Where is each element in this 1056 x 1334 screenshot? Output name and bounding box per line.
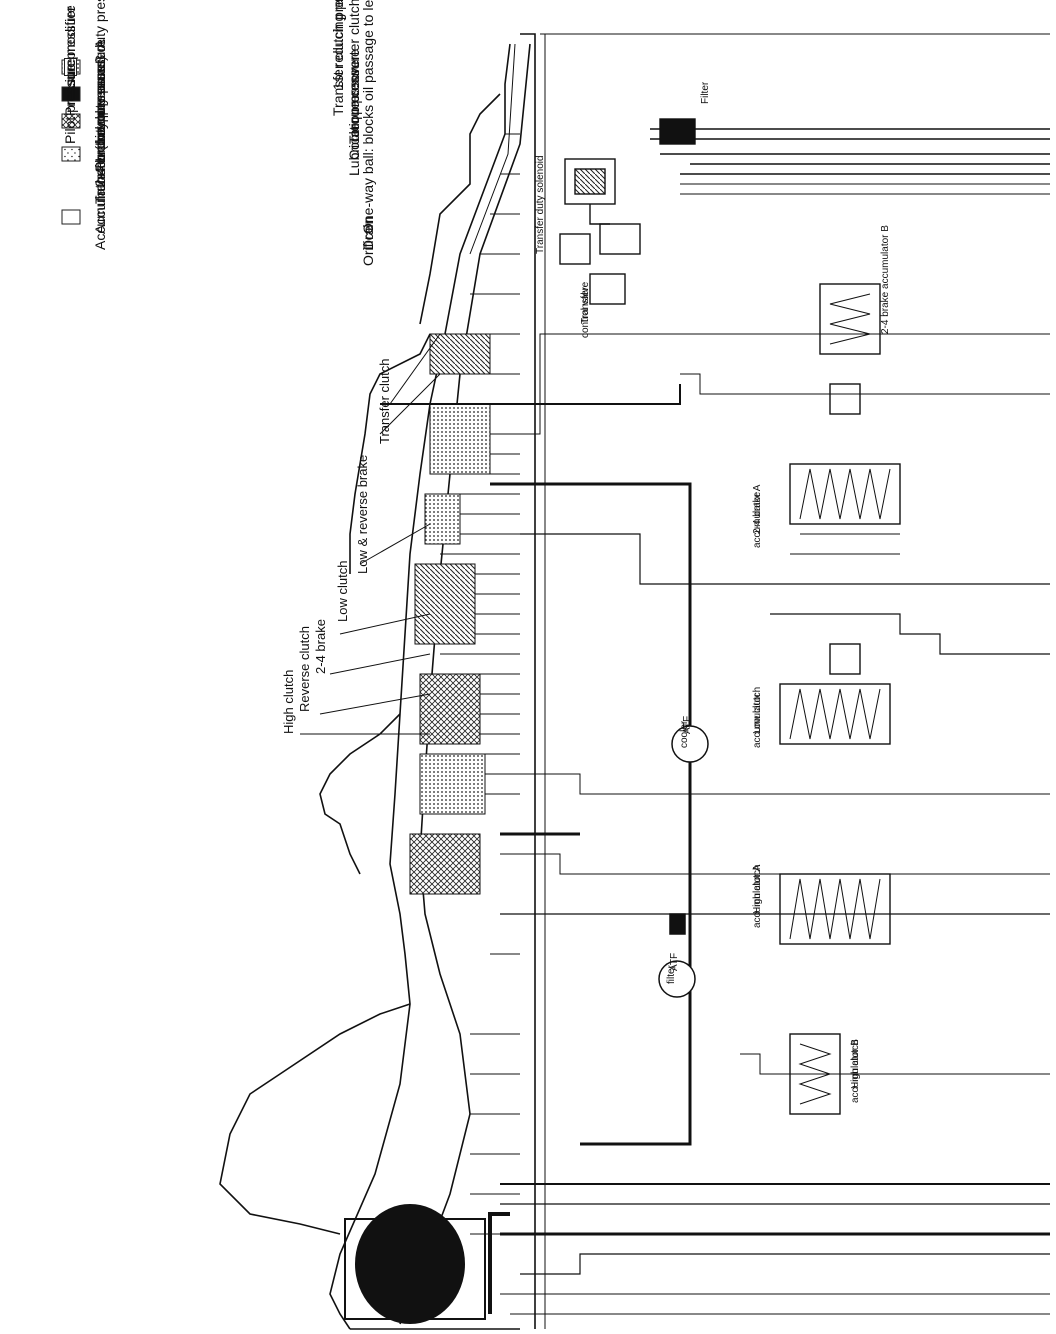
case-outline [219, 33, 536, 1330]
label-low-clutch: Low clutch [335, 560, 350, 622]
label-low-reverse-brake: Low & reverse brake [355, 454, 370, 574]
label-high-clutch-acc-b-2: accumulator B [850, 1039, 861, 1103]
label-atf-cooler-2: cooler [679, 720, 690, 748]
atf-cooler-valve [669, 913, 686, 935]
swatch-pilot-pressure [61, 113, 81, 129]
leader-lines [300, 333, 441, 735]
legend-one-way-ball: One-way ball: blocks oil passage to left… [360, 0, 376, 234]
swatch-accumulator-pressure [61, 209, 81, 225]
legend-acc-b: Accumulator control pressure B [92, 54, 108, 250]
atf-filter-circle [658, 960, 696, 998]
atf-cooler-circle [671, 725, 709, 763]
label-atf-filter-2: filter [666, 965, 677, 984]
label-high-clutch: High clutch [281, 669, 296, 734]
acc-24-brake-b [819, 283, 881, 355]
legend-orifice: Orifice [360, 225, 376, 266]
label-low-clutch-acc-2: accumulator [752, 693, 763, 748]
label-filter: Filter [700, 81, 711, 104]
label-high-clutch-acc-a-2: accumulator A [752, 864, 763, 928]
acc-24-brake-a [789, 463, 901, 555]
swatch-duty-pressure [61, 146, 81, 162]
legend-transfer-clutch-pressure: Transfer clutch pressure [330, 0, 346, 116]
acc-high-clutch-b [789, 1033, 841, 1115]
label-transfer-duty-solenoid: Transfer duty solenoid [535, 155, 546, 254]
label-24-brake: 2-4 brake [313, 619, 328, 674]
torque-converter [344, 1204, 510, 1324]
label-transfer-clutch: Transfer clutch [377, 358, 392, 445]
filter-element [659, 118, 696, 145]
label-24-brake-acc-a-2: accumulator A [752, 484, 763, 548]
acc-low-clutch [779, 683, 891, 745]
legend-pilot-pressure: Pilot pressure [62, 58, 78, 144]
atf-components [658, 725, 709, 998]
legend-swatches-right [62, 260, 80, 274]
accumulators [559, 233, 901, 1115]
clutch-packs [409, 333, 491, 895]
swatch-pressure-modifier [61, 86, 81, 102]
label-transfer-control-valve-2: control valve [580, 281, 591, 338]
legend-swatches [61, 59, 81, 225]
label-reverse-clutch: Reverse clutch [297, 626, 312, 712]
transfer-control-valve-body [599, 223, 641, 255]
transfer-solenoid-valve [564, 118, 696, 305]
label-24-brake-acc-b: 2-4 brake accumulator B [880, 225, 891, 334]
acc-high-clutch-a [779, 873, 891, 945]
